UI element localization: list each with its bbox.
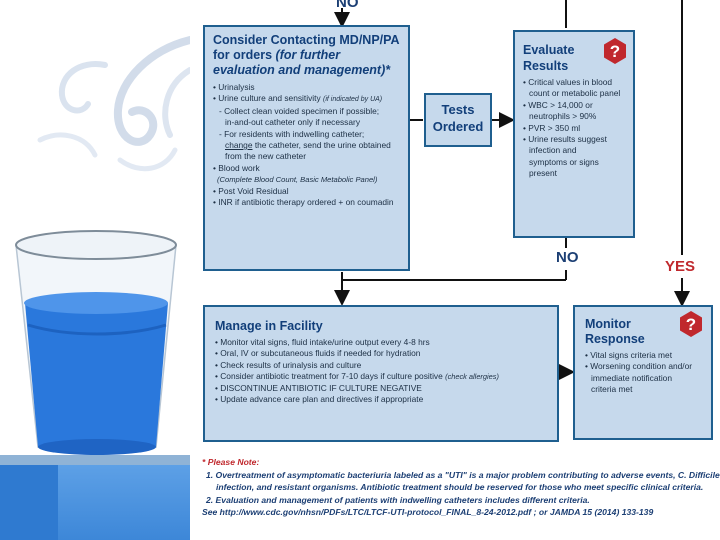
yes-label: YES [665, 258, 696, 275]
no-label-top: NO [336, 0, 359, 11]
footnotes: * Please Note: 1. Overtreatment of asymp… [202, 457, 720, 517]
monitor-items: • Vital signs criteria met • Worsening c… [585, 350, 693, 395]
water-glass-illustration [15, 230, 177, 455]
decorative-panel [0, 0, 190, 540]
consider-items: • Urinalysis • Urine culture and sensiti… [213, 82, 394, 208]
no-label: NO [556, 249, 579, 266]
manage-in-facility-box: Manage in Facility • Monitor vital signs… [203, 305, 559, 442]
manage-items: • Monitor vital signs, fluid intake/urin… [215, 337, 499, 405]
question-mark-icon: ? [604, 38, 626, 64]
blue-accent-strip [0, 465, 58, 540]
consider-contacting-box: Consider Contacting MD/NP/PA for orders … [203, 25, 410, 271]
svg-text:?: ? [686, 315, 696, 334]
swirl-ornament [37, 36, 190, 172]
table-surface [0, 455, 190, 465]
svg-text:?: ? [610, 42, 620, 61]
question-mark-icon: ? [680, 311, 702, 337]
consider-title: Consider Contacting MD/NP/PA for orders … [213, 33, 400, 77]
evaluate-results-box: ? Evaluate Results • Critical values in … [513, 30, 635, 238]
evaluate-items: • Critical values in blood count or meta… [523, 77, 621, 179]
monitor-response-box: ? Monitor Response • Vital signs criteri… [573, 305, 713, 440]
tests-ordered-box: Tests Ordered [424, 93, 492, 147]
